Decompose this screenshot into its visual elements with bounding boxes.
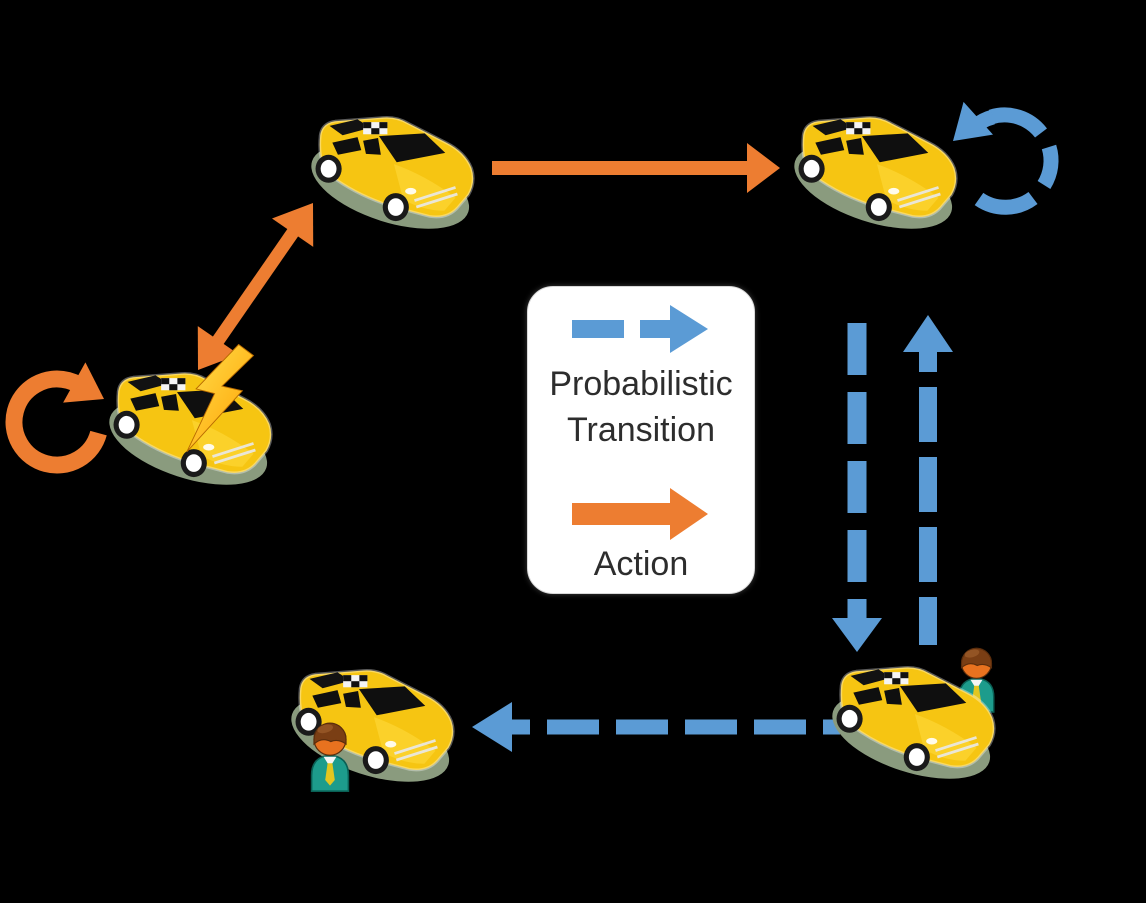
legend-box: Probabilistic Transition Action	[527, 286, 755, 594]
legend-text-line2: Transition	[566, 411, 716, 449]
taxi-icon-state-top-right	[787, 115, 964, 236]
action-self-loop-arrow	[5, 362, 109, 474]
probabilistic-arrow-left	[472, 702, 840, 752]
probabilistic-transition-arrow-icon	[572, 305, 708, 353]
probabilistic-arrow-up	[903, 315, 953, 645]
action-bidirectional-arrow	[197, 203, 314, 370]
legend-text-line1: Probabilistic	[549, 365, 733, 403]
legend-label-probabilistic-transition: Probabilistic Transition	[528, 361, 754, 453]
probabilistic-self-loop-arrow	[953, 101, 1059, 215]
taxi-icon-state-mid-left	[102, 371, 279, 492]
action-arrow	[492, 143, 780, 193]
taxi-icon-state-bottom-left	[284, 668, 461, 789]
taxi-icon-state-top-left	[304, 115, 481, 236]
action-arrow-icon	[572, 488, 708, 540]
legend-label-action: Action	[593, 545, 689, 583]
probabilistic-arrow-down	[832, 323, 882, 652]
